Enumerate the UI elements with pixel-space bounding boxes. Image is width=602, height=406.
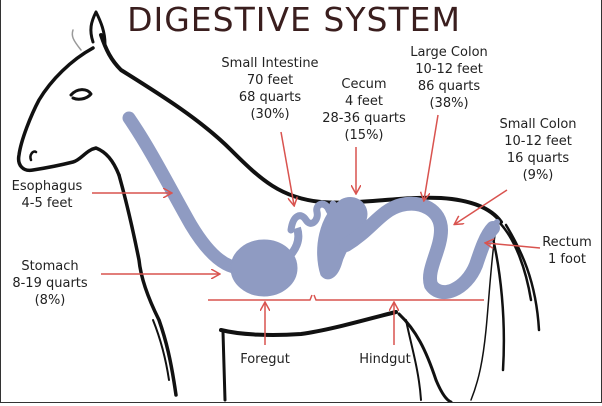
small-intestine-arrow <box>280 131 294 205</box>
horse-hind-leg <box>397 312 453 402</box>
label-line: 70 feet <box>246 73 294 88</box>
horse-chest <box>152 319 170 381</box>
label-line: 10-12 feet <box>415 62 483 77</box>
label-line: Small Colon <box>499 117 577 132</box>
rectum-label: Rectum 1 foot <box>542 234 592 268</box>
foregut-bracket <box>208 294 313 301</box>
cecum-label: Cecum 4 feet 28-36 quarts (15%) <box>322 76 406 144</box>
label-line: Small Intestine <box>221 56 319 71</box>
horse-eye <box>69 88 93 101</box>
cecum-organ <box>317 197 368 280</box>
label-line: 68 quarts <box>238 90 302 105</box>
hindgut-label: Hindgut <box>359 352 411 367</box>
label-line: (38%) <box>429 96 469 111</box>
label-line: Rectum <box>542 235 592 250</box>
foregut-label: Foregut <box>240 352 290 367</box>
hindgut-bracket <box>313 294 484 301</box>
horse-neck-underside <box>117 173 178 397</box>
label-line: Large Colon <box>410 45 488 60</box>
label-line: Cecum <box>341 77 387 92</box>
small-colon-organ <box>468 219 500 273</box>
label-line: Stomach <box>21 259 79 274</box>
label-line: 1 foot <box>548 252 586 267</box>
duodenum-organ <box>283 226 303 263</box>
esophagus-organ <box>122 111 248 275</box>
label-line: (15%) <box>344 128 384 143</box>
label-line: 86 quarts <box>417 79 481 94</box>
rectum-arrow <box>486 243 541 249</box>
label-line: 4 feet <box>344 94 384 109</box>
horse-face-outline <box>16 46 121 177</box>
label-line: 10-12 feet <box>504 134 572 149</box>
horse-ear <box>89 10 107 46</box>
horse-nostril <box>29 150 38 162</box>
stomach-organ <box>230 239 298 297</box>
label-line: 8-19 quarts <box>12 276 88 291</box>
small-intestine-label: Small Intestine 70 feet 68 quarts (30%) <box>221 55 318 123</box>
small-colon-label: Small Colon 10-12 feet 16 quarts (9%) <box>499 116 576 184</box>
small-colon-arrow <box>455 189 508 224</box>
diagram-title: DIGESTIVE SYSTEM <box>127 0 461 39</box>
horse-rump-outline <box>470 227 497 401</box>
label-line: 16 quarts <box>506 151 570 166</box>
label-line: 28-36 quarts <box>322 111 406 126</box>
label-line: Esophagus <box>11 179 83 194</box>
large-colon-label: Large Colon 10-12 feet 86 quarts (38%) <box>410 44 488 112</box>
label-line: (30%) <box>250 107 290 122</box>
label-line: 4-5 feet <box>21 196 73 211</box>
esophagus-label: Esophagus 4-5 feet <box>12 178 83 212</box>
label-line: (8%) <box>34 293 66 308</box>
large-colon-arrow <box>424 114 439 200</box>
horse-hind-leg-2 <box>405 319 422 401</box>
label-line: (9%) <box>522 168 554 183</box>
horse-belly-outline <box>219 310 398 337</box>
large-colon-organ <box>339 196 500 299</box>
stomach-label: Stomach 8-19 quarts (8%) <box>12 258 87 309</box>
horse-front-leg <box>221 330 227 402</box>
horse-ear-left <box>71 29 82 51</box>
horse-back-outline <box>99 33 503 224</box>
